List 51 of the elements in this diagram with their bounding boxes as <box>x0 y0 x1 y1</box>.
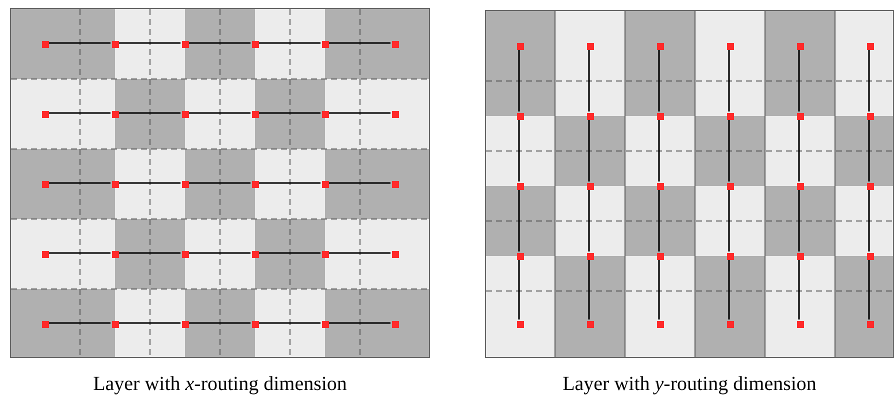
connector-line <box>258 182 320 184</box>
connector-line <box>258 322 320 324</box>
connector-line <box>48 322 110 324</box>
connector-line <box>518 48 520 112</box>
connector-line <box>728 118 730 182</box>
connector-line <box>118 252 180 254</box>
connector-line <box>188 182 250 184</box>
connector-line <box>728 188 730 252</box>
connector-line <box>328 182 390 184</box>
connector-line <box>868 118 870 182</box>
connector-line <box>658 118 660 182</box>
connector-line <box>48 182 110 184</box>
connector-line <box>588 188 590 252</box>
connector-line <box>868 258 870 320</box>
connector-line <box>798 258 800 320</box>
connector-line <box>188 112 250 114</box>
connector-line <box>518 188 520 252</box>
connector-line <box>118 42 180 44</box>
connector-line <box>118 322 180 324</box>
connector-line <box>518 258 520 320</box>
connector-line <box>588 258 590 320</box>
connector-line <box>868 188 870 252</box>
connector-line <box>728 258 730 320</box>
connector-line <box>48 252 110 254</box>
connector-line <box>658 258 660 320</box>
connector-line <box>728 48 730 112</box>
node-label: Layer with x-routing dimension <box>92 372 348 396</box>
connector-line <box>188 322 250 324</box>
connector-line <box>188 42 250 44</box>
connector-line <box>48 112 110 114</box>
connector-line <box>868 48 870 112</box>
connector-line <box>328 42 390 44</box>
connector-line <box>48 42 110 44</box>
connector-line <box>798 118 800 182</box>
connector-line <box>328 112 390 114</box>
connector-line <box>258 42 320 44</box>
connector-line <box>328 252 390 254</box>
connector-line <box>188 252 250 254</box>
node-label: Layer with y-routing dimension <box>562 372 818 396</box>
connector-line <box>328 322 390 324</box>
connector-line <box>798 48 800 112</box>
connector-line <box>588 48 590 112</box>
connector-line <box>798 188 800 252</box>
connector-line <box>258 112 320 114</box>
connector-line <box>518 118 520 182</box>
connector-line <box>118 182 180 184</box>
connector-line <box>658 48 660 112</box>
connector-line <box>658 188 660 252</box>
connector-line <box>258 252 320 254</box>
connector-line <box>118 112 180 114</box>
connector-line <box>588 118 590 182</box>
